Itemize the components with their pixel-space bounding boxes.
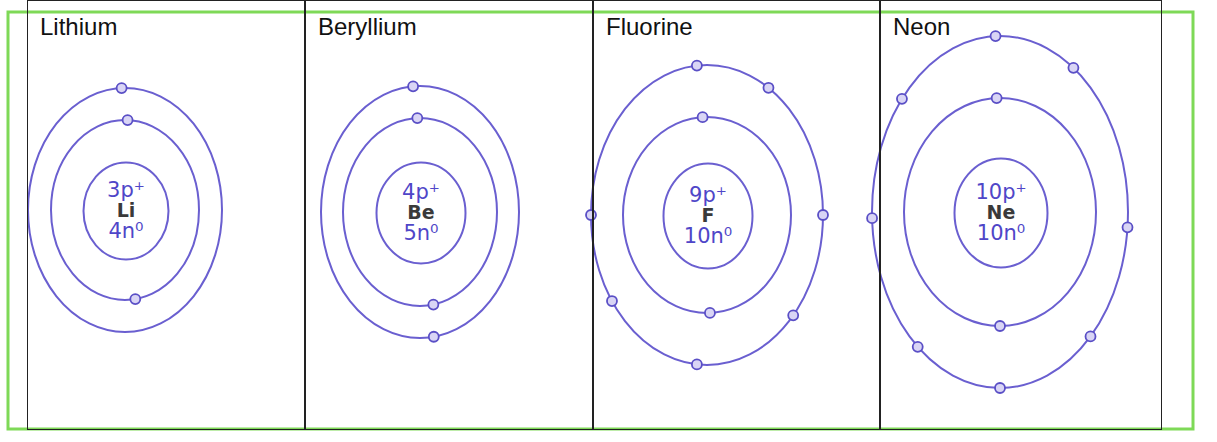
electron-dot <box>897 94 907 104</box>
electron-dot <box>991 31 1001 41</box>
element-cell: Neon 10p⁺Ne10n⁰ <box>880 0 1162 430</box>
electron-dot <box>995 321 1005 331</box>
element-symbol: Be <box>407 203 434 222</box>
electron-shell <box>321 86 519 338</box>
electron-shell <box>28 88 222 332</box>
electron-shell <box>51 120 199 300</box>
element-symbol: Ne <box>987 203 1016 222</box>
particle-count: 10p⁺ <box>975 182 1026 203</box>
electron-dot <box>867 213 877 223</box>
element-cell: Beryllium 4p⁺Be5n⁰ <box>305 0 593 430</box>
particle-count: 4p⁺ <box>402 182 440 203</box>
particle-count: 9p⁺ <box>689 185 727 206</box>
nucleus-text-stack: 9p⁺F10n⁰ <box>662 162 754 270</box>
nucleus-ring <box>84 163 169 260</box>
electron-shells <box>28 31 1133 393</box>
nucleus-ring <box>664 164 753 269</box>
nucleus-text-stack: 4p⁺Be5n⁰ <box>375 161 467 265</box>
electron-dot <box>992 93 1002 103</box>
nucleus-text-stack: 3p⁺Li4n⁰ <box>82 161 170 261</box>
green-frame <box>8 12 1193 429</box>
electron-dot <box>698 112 708 122</box>
element-name: Lithium <box>40 13 117 41</box>
electron-dot <box>1068 63 1078 73</box>
element-cell: Lithium 3p⁺Li4n⁰ <box>27 0 305 430</box>
nucleus-text-stack: 10p⁺Ne10n⁰ <box>953 157 1049 269</box>
electron-dot <box>429 332 439 342</box>
element-cell: Fluorine 9p⁺F10n⁰ <box>593 0 880 430</box>
electron-shell <box>591 65 823 365</box>
element-name: Neon <box>893 13 950 41</box>
electron-shell <box>343 118 497 306</box>
particle-count: 5n⁰ <box>403 223 438 244</box>
electron-dot <box>1086 331 1096 341</box>
nucleus-circle: 9p⁺F10n⁰ <box>662 162 754 270</box>
particle-count: 10n⁰ <box>977 223 1025 244</box>
electron-dot <box>692 61 702 71</box>
electron-shell <box>623 117 791 313</box>
particle-count: 3p⁺ <box>107 180 145 201</box>
electron-dot <box>818 210 828 220</box>
nucleus-circle: 4p⁺Be5n⁰ <box>375 161 467 265</box>
electron-dot <box>428 300 438 310</box>
electron-dot <box>763 83 773 93</box>
electron-dot <box>130 294 140 304</box>
nucleus-ring <box>955 159 1048 268</box>
electron-dot <box>995 383 1005 393</box>
electron-dot <box>412 113 422 123</box>
electron-dot <box>913 342 923 352</box>
nucleus-circle: 10p⁺Ne10n⁰ <box>953 157 1049 269</box>
electron-dot <box>408 81 418 91</box>
electron-dot <box>117 83 127 93</box>
electron-dot <box>123 115 133 125</box>
electron-dot <box>1123 222 1133 232</box>
electron-dot <box>705 308 715 318</box>
electron-dot <box>586 210 596 220</box>
electron-shell <box>904 98 1096 326</box>
element-symbol: F <box>702 206 715 225</box>
nucleus-circle: 3p⁺Li4n⁰ <box>82 161 170 261</box>
electron-shell <box>872 36 1128 388</box>
nucleus-ring <box>377 163 466 264</box>
particle-count: 10n⁰ <box>684 226 732 247</box>
electron-dot <box>607 296 617 306</box>
element-name: Fluorine <box>606 13 693 41</box>
electron-dot <box>788 310 798 320</box>
particle-count: 4n⁰ <box>108 221 143 242</box>
element-symbol: Li <box>117 201 136 220</box>
element-name: Beryllium <box>318 13 417 41</box>
electron-dot <box>692 359 702 369</box>
